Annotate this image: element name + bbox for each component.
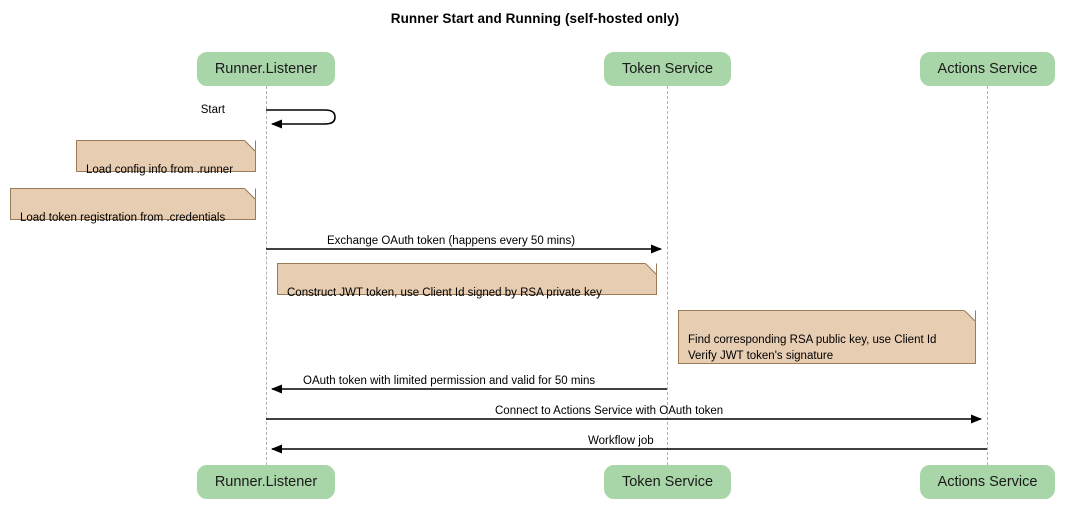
message-label-start: Start bbox=[200, 104, 225, 116]
note-fold-icon bbox=[244, 188, 256, 200]
lifeline-token bbox=[667, 86, 668, 465]
page-title: Runner Start and Running (self-hosted on… bbox=[390, 11, 680, 26]
note-verify-jwt-signature: Find corresponding RSA public key, use C… bbox=[678, 310, 976, 364]
participant-runner-top[interactable]: Runner.Listener bbox=[197, 52, 335, 86]
message-label-exchange-oauth-token: Exchange OAuth token (happens every 50 m… bbox=[327, 235, 576, 247]
note-fold-icon bbox=[244, 140, 256, 152]
participant-token-bottom[interactable]: Token Service bbox=[604, 465, 731, 499]
note-load-config-text: Load config info from .runner bbox=[86, 164, 234, 176]
note-load-token-registration: Load token registration from .credential… bbox=[10, 188, 256, 224]
participant-token-top-label: Token Service bbox=[621, 61, 714, 77]
participant-actions-top[interactable]: Actions Service bbox=[920, 52, 1055, 86]
participant-runner-top-label: Runner.Listener bbox=[214, 61, 318, 77]
participant-actions-bottom[interactable]: Actions Service bbox=[920, 465, 1055, 499]
note-construct-jwt-token-text: Construct JWT token, use Client Id signe… bbox=[287, 287, 602, 299]
participant-token-top[interactable]: Token Service bbox=[604, 52, 731, 86]
lifeline-actions bbox=[987, 86, 988, 465]
participant-token-bottom-label: Token Service bbox=[621, 474, 714, 490]
message-label-connect-actions-service: Connect to Actions Service with OAuth to… bbox=[495, 405, 724, 417]
note-fold-icon bbox=[964, 310, 976, 322]
participant-actions-bottom-label: Actions Service bbox=[937, 474, 1038, 490]
participant-actions-top-label: Actions Service bbox=[937, 61, 1038, 77]
note-construct-jwt-token: Construct JWT token, use Client Id signe… bbox=[277, 263, 657, 299]
note-load-token-registration-text: Load token registration from .credential… bbox=[20, 212, 226, 224]
participant-runner-bottom-label: Runner.Listener bbox=[214, 474, 318, 490]
note-load-config: Load config info from .runner bbox=[76, 140, 256, 176]
participant-runner-bottom[interactable]: Runner.Listener bbox=[197, 465, 335, 499]
message-label-oauth-token-return: OAuth token with limited permission and … bbox=[303, 375, 596, 387]
message-label-workflow-job: Workflow job bbox=[588, 435, 654, 447]
message-arrow-start bbox=[266, 109, 336, 129]
note-fold-icon bbox=[645, 263, 657, 275]
lifeline-runner bbox=[266, 86, 267, 465]
note-verify-jwt-signature-text: Find corresponding RSA public key, use C… bbox=[688, 334, 937, 362]
